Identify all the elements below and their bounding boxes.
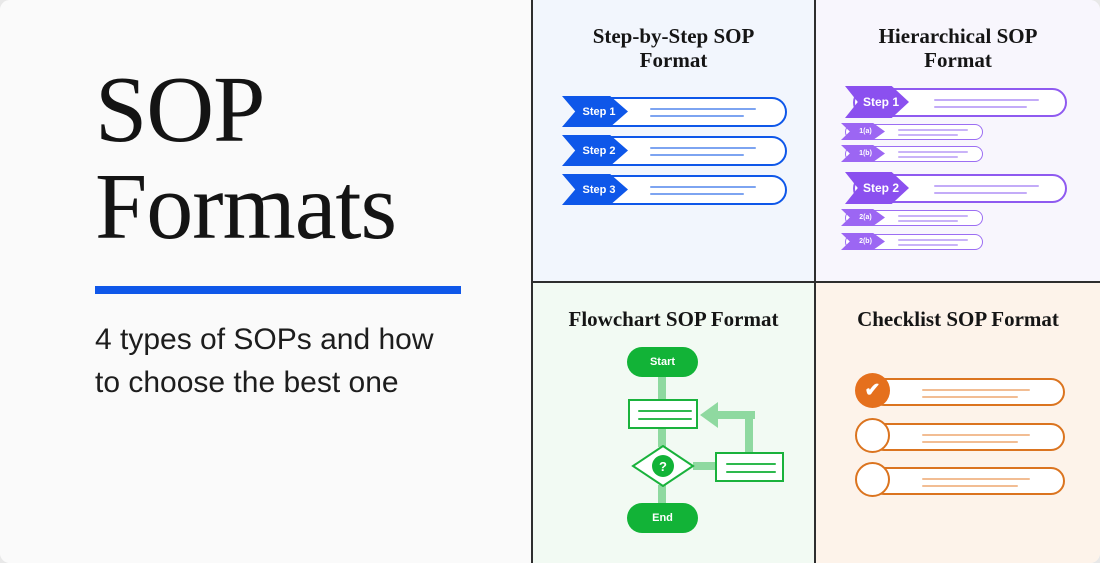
- text-line: [922, 485, 1018, 487]
- checklist-item: ✔: [855, 373, 1066, 409]
- text-line: [726, 463, 776, 465]
- text-line: [898, 151, 968, 153]
- step-row: Step 3: [533, 174, 814, 206]
- quadrant-flowchart: Flowchart SOP Format Start ? End: [533, 283, 816, 563]
- quadrant-title: Step-by-Step SOP Format: [592, 24, 755, 73]
- text-line: [898, 129, 968, 131]
- text-line: [934, 192, 1027, 194]
- connector-line: [718, 411, 755, 419]
- connector-line: [745, 411, 753, 453]
- text-line: [650, 193, 744, 195]
- main-step-row: Step 2: [816, 172, 1100, 205]
- checkmark-icon: ✔: [855, 373, 890, 408]
- text-line: [922, 434, 1030, 436]
- text-pill: [870, 378, 1065, 406]
- text-line: [934, 185, 1039, 187]
- sub-step-row: 2(a): [816, 209, 1100, 227]
- text-line: [898, 220, 958, 222]
- start-node: Start: [627, 347, 698, 377]
- text-line: [650, 115, 744, 117]
- text-line: [650, 147, 756, 149]
- text-line: [898, 134, 958, 136]
- text-line: [922, 478, 1030, 480]
- quadrant-step-by-step: Step-by-Step SOP Format Step 1 Step 2: [533, 0, 816, 283]
- text-line: [934, 106, 1027, 108]
- text-line: [922, 441, 1018, 443]
- main-step-row: Step 1: [816, 86, 1100, 119]
- connector-line: [693, 462, 715, 470]
- text-line: [898, 156, 958, 158]
- step-row: Step 2: [533, 135, 814, 167]
- text-pill: [870, 423, 1065, 451]
- sub-step-row: 2(b): [816, 233, 1100, 251]
- connector-line: [658, 485, 666, 504]
- text-line: [898, 244, 958, 246]
- text-line: [922, 389, 1030, 391]
- text-line: [650, 186, 756, 188]
- substep-arrow-icon: 2(a): [841, 209, 885, 226]
- checklist-item: [855, 418, 1066, 454]
- text-line: [922, 396, 1018, 398]
- text-line: [650, 154, 744, 156]
- quadrant-hierarchical: Hierarchical SOP Format Step 1 1(a): [816, 0, 1100, 283]
- process-box: [715, 452, 784, 482]
- text-line: [650, 108, 756, 110]
- arrow-left-icon: [700, 402, 718, 428]
- intro-panel: SOP Formats 4 types of SOPs and how to c…: [0, 0, 533, 563]
- end-node: End: [627, 503, 698, 533]
- text-line: [934, 99, 1039, 101]
- text-line: [638, 418, 692, 420]
- process-box: [628, 399, 698, 429]
- unchecked-circle-icon: [855, 462, 890, 497]
- quadrant-title: Checklist SOP Format: [857, 307, 1059, 331]
- substep-arrow-icon: 1(a): [841, 123, 885, 140]
- text-pill: [870, 467, 1065, 495]
- connector-line: [658, 429, 666, 447]
- step-row: Step 1: [533, 96, 814, 128]
- quadrant-title: Flowchart SOP Format: [568, 307, 779, 331]
- formats-grid: Step-by-Step SOP Format Step 1 Step 2: [533, 0, 1100, 563]
- quadrant-title: Hierarchical SOP Format: [878, 24, 1038, 73]
- substep-arrow-icon: 2(b): [841, 233, 885, 250]
- checklist-item: [855, 462, 1066, 498]
- question-mark-icon: ?: [652, 455, 674, 477]
- page-subtitle: 4 types of SOPs and how to choose the be…: [95, 322, 434, 399]
- connector-line: [658, 377, 666, 401]
- unchecked-circle-icon: [855, 418, 890, 453]
- page-title: SOP Formats: [95, 58, 397, 259]
- text-line: [638, 410, 692, 412]
- sub-step-row: 1(a): [816, 123, 1100, 141]
- sub-step-row: 1(b): [816, 145, 1100, 163]
- substep-arrow-icon: 1(b): [841, 145, 885, 162]
- text-line: [898, 239, 968, 241]
- text-line: [898, 215, 968, 217]
- accent-divider: [95, 285, 461, 294]
- quadrant-checklist: Checklist SOP Format ✔: [816, 283, 1100, 563]
- text-line: [726, 471, 776, 473]
